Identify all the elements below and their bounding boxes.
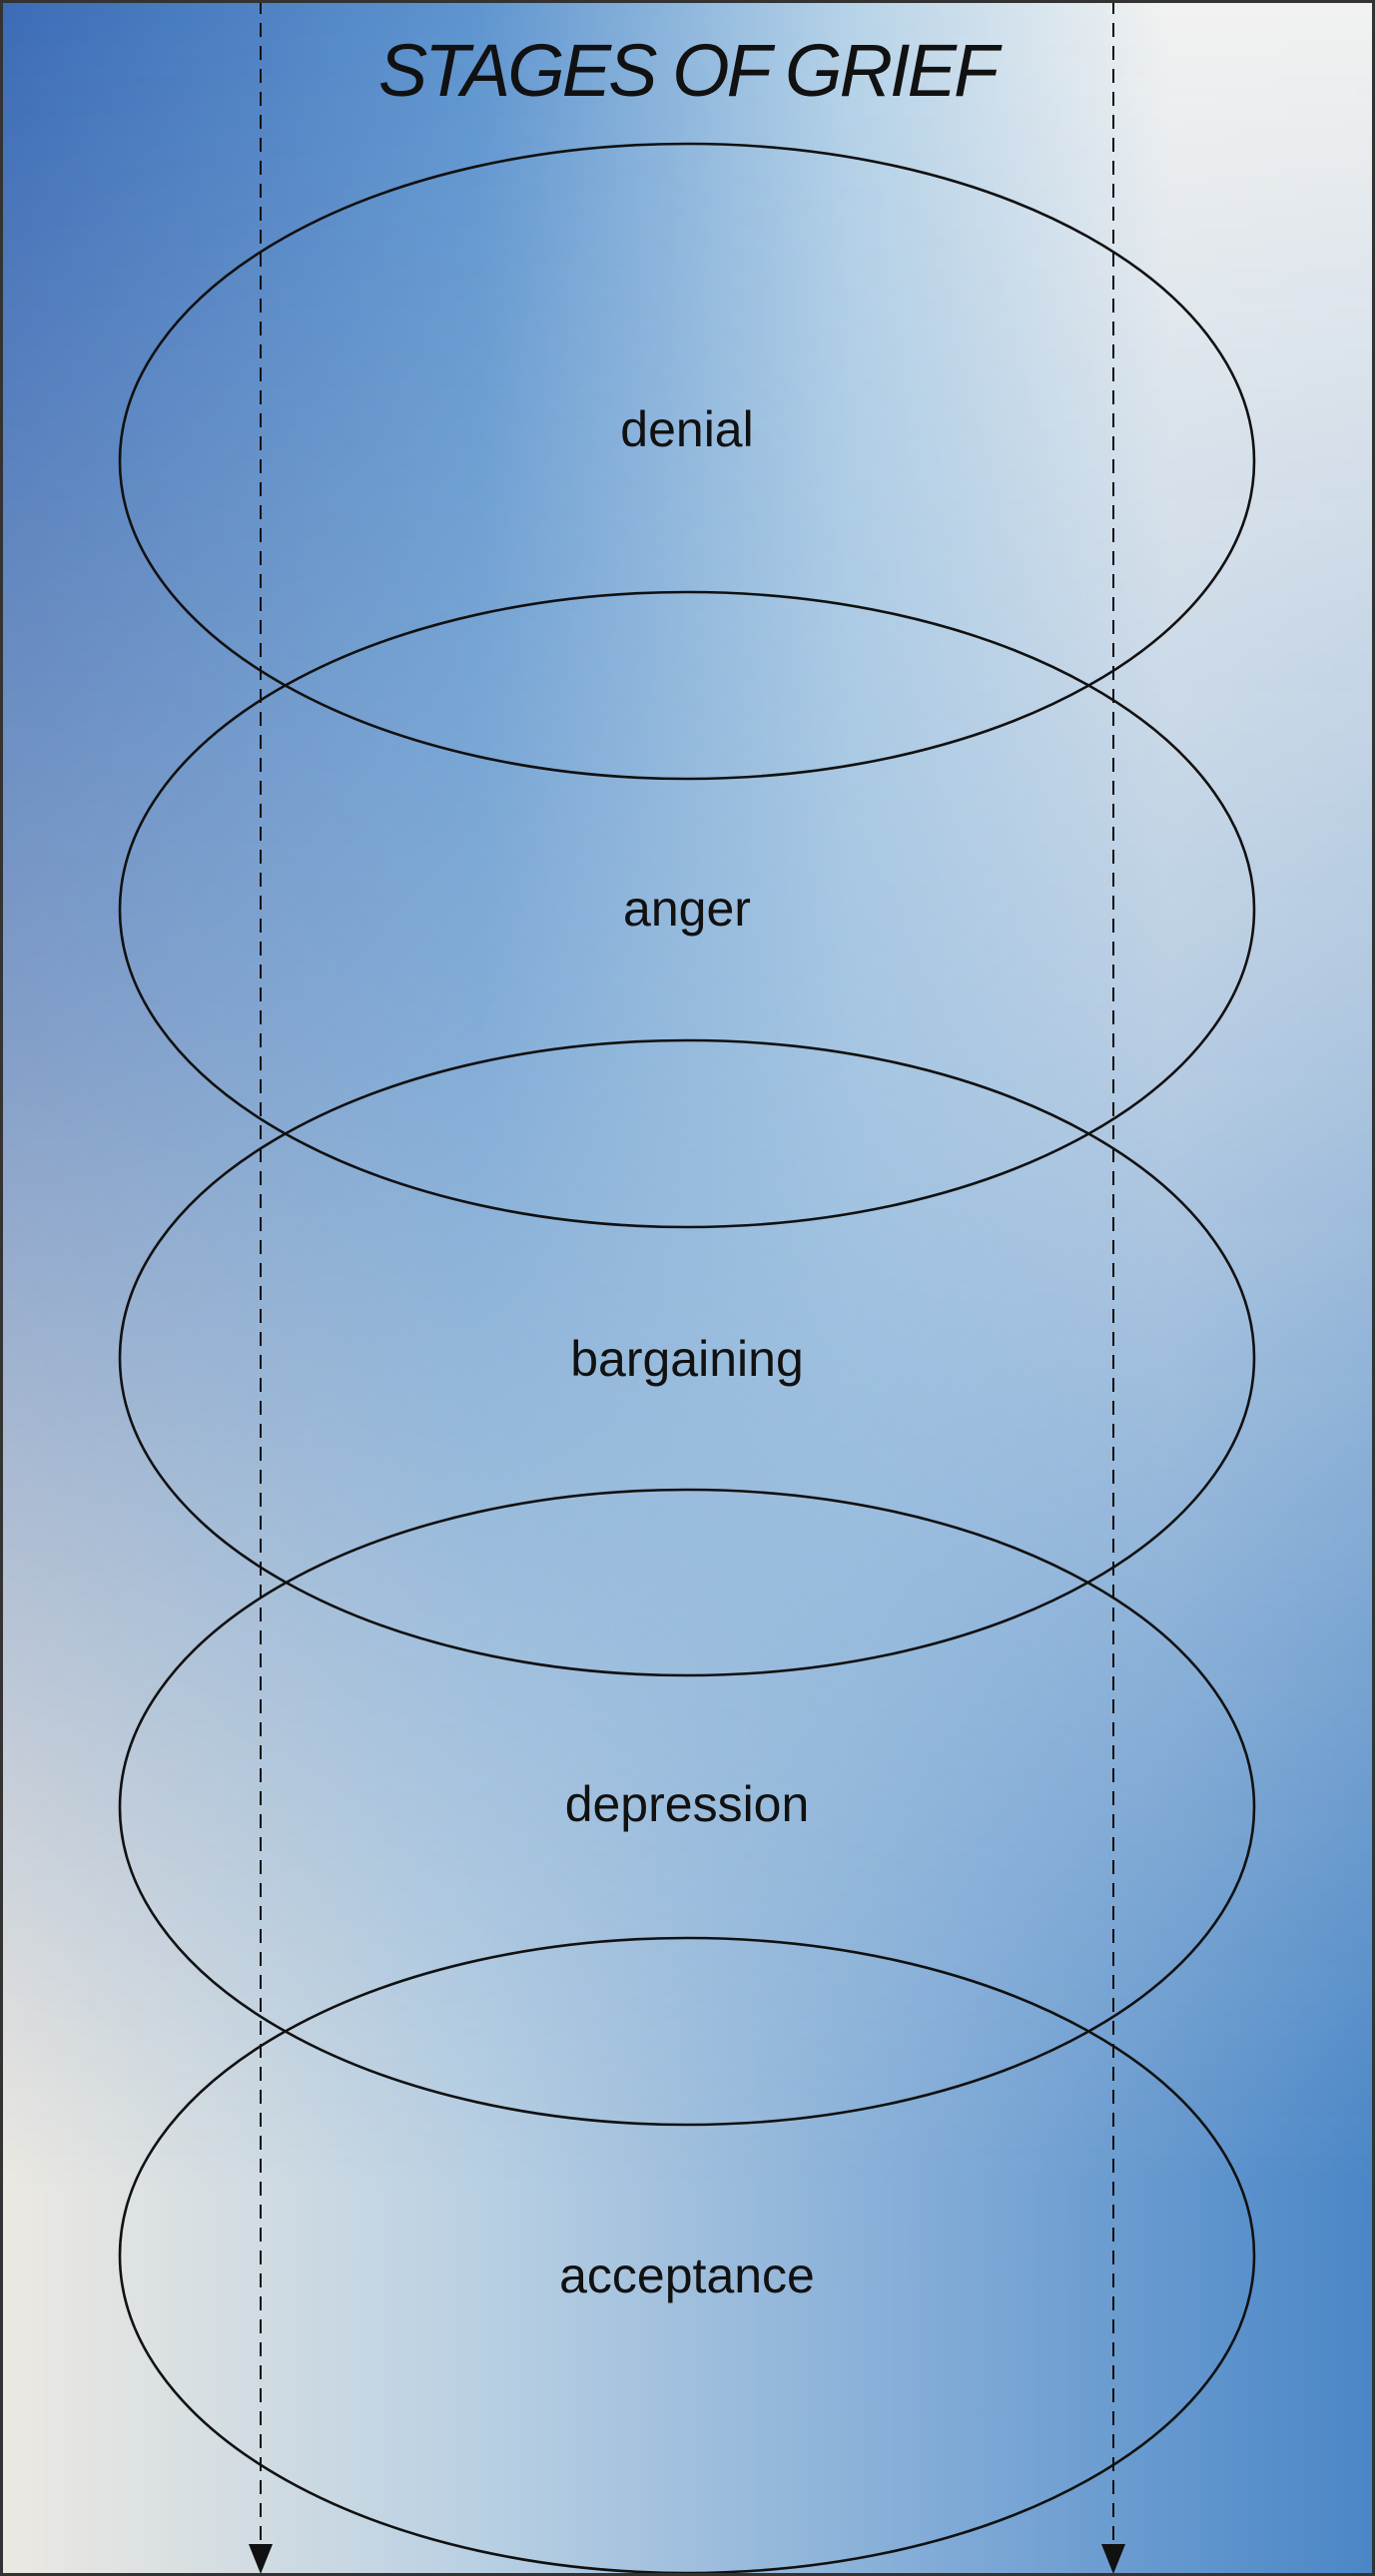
stage-ellipse-depression [118, 1488, 1256, 2127]
stage-label-denial: denial [620, 401, 753, 457]
stage-label-acceptance: acceptance [559, 2248, 815, 2303]
stage-ellipse-denial [118, 142, 1256, 781]
stage-label-depression: depression [565, 1776, 810, 1832]
stage-ellipse-bargaining [118, 1038, 1256, 1677]
diagram-title: STAGES OF GRIEF [378, 29, 1003, 112]
right-arrowhead-icon [1101, 2544, 1125, 2574]
stage-ellipse-anger [118, 590, 1256, 1229]
stage-label-bargaining: bargaining [570, 1331, 804, 1387]
left-arrowhead-icon [249, 2544, 273, 2574]
stage-label-anger: anger [623, 881, 751, 937]
